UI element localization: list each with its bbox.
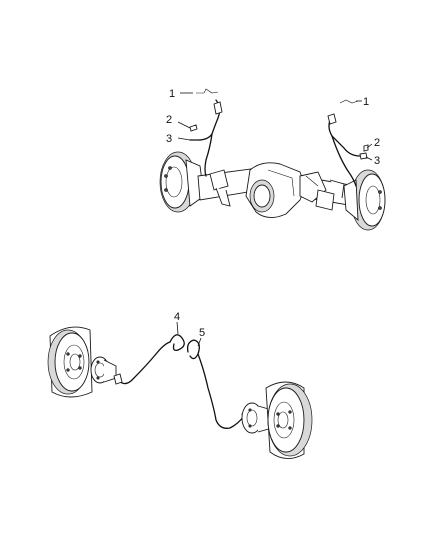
right-front-wheel-speed-sensor-harness	[186, 337, 251, 429]
callout-3-left: 3	[166, 133, 172, 145]
left-connector	[189, 124, 198, 132]
callout-5: 5	[199, 327, 205, 339]
right-harness-clip	[339, 99, 359, 104]
right-front-brake-assembly	[241, 381, 313, 459]
right-sensor-harness-group	[327, 99, 373, 187]
rear-axle-assembly	[159, 151, 386, 231]
callout-2-left: 2	[166, 114, 172, 126]
right-brake-assembly	[343, 169, 386, 231]
callout-3-right: 3	[374, 155, 380, 167]
left-front-wheel-speed-sensor-harness	[113, 321, 185, 385]
left-brake-assembly	[159, 151, 205, 213]
differential-housing	[245, 162, 327, 218]
callout-4: 4	[174, 311, 180, 323]
left-front-brake-assembly	[47, 326, 117, 398]
right-sensor-wire	[328, 115, 361, 157]
right-connector	[363, 144, 369, 152]
left-hub-bearing	[90, 356, 117, 384]
left-sensor-harness-group	[177, 88, 223, 177]
left-harness-clip	[196, 88, 219, 94]
callout-1-right: 1	[363, 96, 369, 108]
callout-2-right: 2	[374, 137, 380, 149]
callout-1-left: 1	[169, 88, 175, 100]
